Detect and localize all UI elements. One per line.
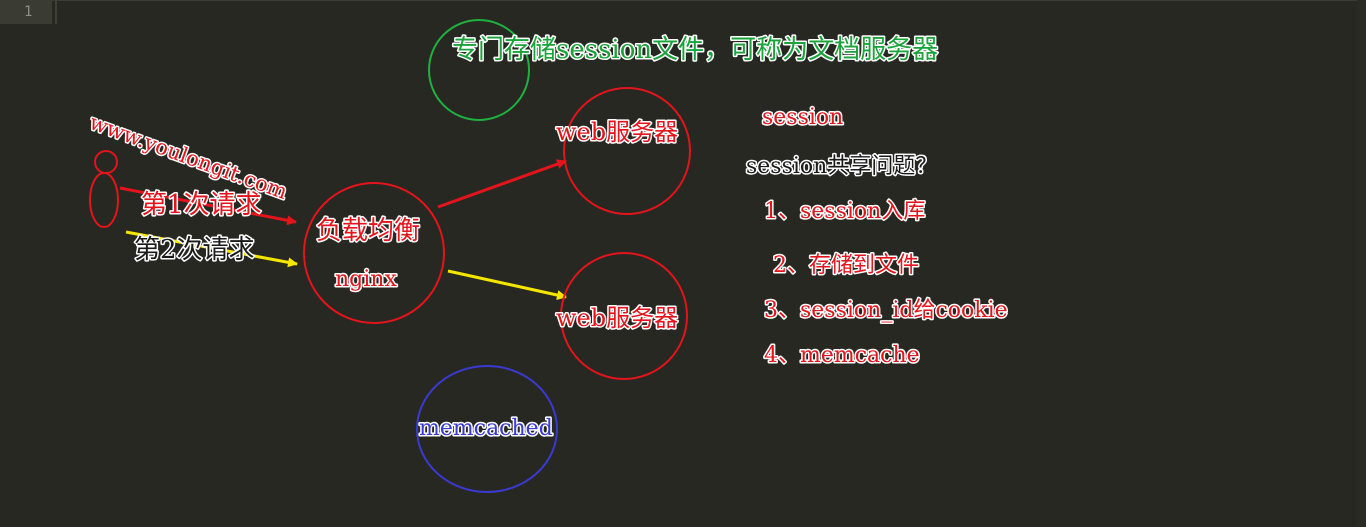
- vertical-scrollbar[interactable]: [1357, 0, 1366, 527]
- web-server-top-label: web服务器: [556, 118, 678, 146]
- file-server-circle: [428, 19, 530, 121]
- load-balancer-label: 负载均衡: [316, 216, 420, 246]
- web-server-bottom-label: web服务器: [556, 304, 678, 332]
- gutter-divider: [55, 0, 57, 24]
- request2-arrow: [125, 230, 298, 268]
- web-server-top-circle: [563, 87, 691, 215]
- top-border: [0, 0, 1366, 1]
- lb-to-web-bottom-arrow: [447, 269, 567, 300]
- line-number-gutter: 1: [0, 0, 52, 24]
- load-balancer-sublabel: nginx: [335, 267, 397, 292]
- notes-item-1: 1、session入库: [764, 199, 925, 224]
- diagram-title: 专门存储session文件，可称为文档服务器: [452, 35, 938, 65]
- lb-to-web-top-arrow: [437, 159, 567, 209]
- request2-label: 第2次请求: [134, 235, 255, 265]
- notes-item-4: 4、memcache: [764, 343, 920, 368]
- notes-item-2: 2、存储到文件: [773, 253, 919, 278]
- notes-item-3: 3、session_id给cookie: [764, 298, 1008, 323]
- notes-heading: session: [762, 105, 843, 130]
- request1-arrow: [119, 186, 297, 226]
- user-head-shape: [94, 150, 118, 174]
- memcached-circle: [416, 365, 558, 493]
- load-balancer-circle: [303, 182, 445, 324]
- memcached-label: memcached: [419, 416, 553, 441]
- notes-question: session共享问题？: [746, 154, 937, 179]
- web-server-bottom-circle: [560, 252, 688, 380]
- request1-label: 第1次请求: [141, 190, 262, 220]
- user-body-shape: [89, 172, 119, 228]
- line-number: 1: [24, 4, 33, 20]
